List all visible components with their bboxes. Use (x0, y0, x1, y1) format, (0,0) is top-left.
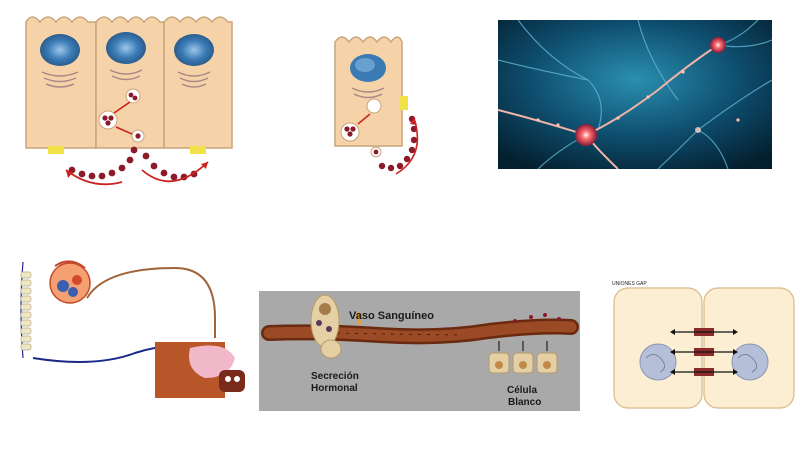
cell-left (25, 16, 97, 149)
target-label-line1: Célula (507, 385, 537, 396)
secretion-label-line2: Hormonal (311, 383, 358, 394)
autocrine-cell-illustration (330, 28, 430, 178)
secreting-cell (310, 294, 342, 359)
cell-right (163, 16, 233, 149)
neuron-soma-large (575, 124, 597, 146)
vessel-label: Vaso Sanguíneo (349, 310, 434, 322)
nucleus-left (639, 343, 677, 381)
gap-channels (670, 328, 738, 376)
target-organ (155, 342, 245, 398)
paracrine-cells-illustration (22, 10, 242, 195)
secreted-vesicles (68, 146, 198, 181)
gland-icon (49, 260, 91, 304)
gap-junction-diagram: UNIONES GAP (608, 278, 798, 413)
hormone-secretion-diagram: Vaso Sanguíneo Secreción Hormonal Célula… (259, 291, 580, 411)
neuron-soma-small (710, 37, 726, 53)
gap-title: UNIONES GAP (612, 281, 647, 287)
spinal-column (20, 261, 32, 359)
neurons-image (498, 20, 772, 169)
junction-marker-left (48, 146, 64, 154)
junction-marker-right (190, 146, 206, 154)
cell-middle (95, 16, 165, 149)
target-label-line2: Blanco (508, 397, 541, 408)
nucleus-right (731, 343, 769, 381)
neuroendocrine-illustration (15, 258, 255, 408)
secretion-label-line1: Secreción (311, 371, 359, 382)
target-cells (488, 313, 561, 374)
